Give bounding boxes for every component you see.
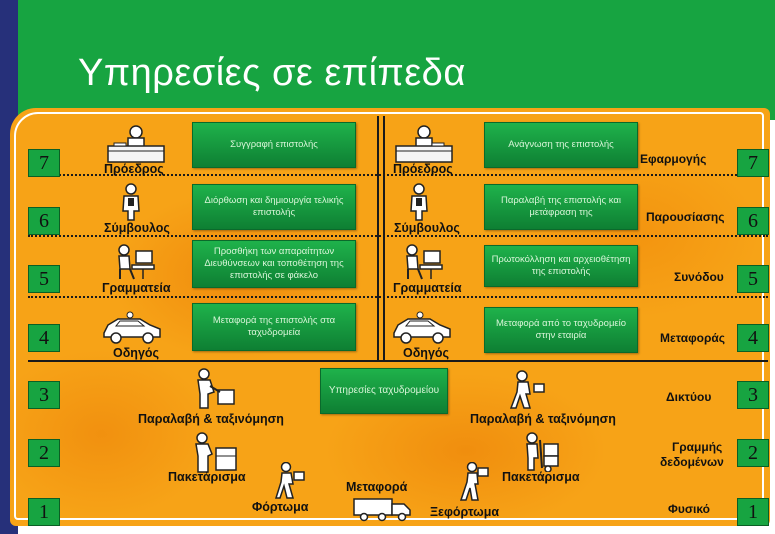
layer-name-1: Φυσικό <box>668 502 710 516</box>
right-task-4: Μεταφορά από το ταχυδρομείο στην εταιρία <box>484 307 638 353</box>
transport-label: Μεταφορά <box>346 480 408 494</box>
layer-number-right-6: 6 <box>737 207 769 235</box>
seated-typist-icon <box>118 244 155 280</box>
right-role-6: Σύμβουλος <box>394 221 460 235</box>
seated-typist-icon <box>406 244 443 280</box>
standing-person-icon <box>410 183 428 221</box>
worker-box-icon <box>195 432 237 473</box>
separator-5-4 <box>28 296 768 298</box>
desk-person-icon <box>395 125 453 163</box>
layer-name-2-line1: Γραμμής <box>672 440 723 454</box>
layer-number-right-1: 1 <box>737 498 769 526</box>
vertical-divider-b <box>383 116 385 362</box>
layer-number-left-6: 6 <box>28 207 60 235</box>
layer-number-left-5: 5 <box>28 265 60 293</box>
layer-name-5: Συνόδου <box>674 270 724 284</box>
right-packing-label: Πακετάρισμα <box>502 470 580 484</box>
truck-icon <box>353 498 411 522</box>
left-role-5: Γραμματεία <box>102 281 171 295</box>
left-role-6: Σύμβουλος <box>104 221 170 235</box>
left-sorting-label: Παραλαβή & ταξινόμηση <box>138 412 284 426</box>
layer-name-7: Εφαρμογής <box>640 152 707 166</box>
layer-number-left-2: 2 <box>28 439 60 467</box>
loading-label: Φόρτωμα <box>252 500 309 514</box>
car-icon <box>103 311 161 344</box>
layer-number-right-3: 3 <box>737 381 769 409</box>
walking-carrier-icon <box>509 370 545 409</box>
right-role-5: Γραμματεία <box>393 281 462 295</box>
layer-name-4: Μεταφοράς <box>660 331 726 345</box>
layer-number-left-4: 4 <box>28 324 60 352</box>
desk-person-icon <box>107 125 165 163</box>
layer-number-left-7: 7 <box>28 149 60 177</box>
layer-name-3: Δικτύου <box>666 390 712 404</box>
slide-title: Υπηρεσίες σε επίπεδα <box>78 52 466 94</box>
layer-number-left-1: 1 <box>28 498 60 526</box>
left-packing-label: Πακετάρισμα <box>168 470 246 484</box>
right-role-4: Οδηγός <box>403 346 450 360</box>
layer-name-2-line2: δεδομένων <box>660 455 724 469</box>
right-task-5: Πρωτοκόλληση και αρχειοθέτηση της επιστο… <box>484 245 638 287</box>
layer-number-right-2: 2 <box>737 439 769 467</box>
walking-carrier-icon <box>274 462 305 499</box>
layer-number-right-5: 5 <box>737 265 769 293</box>
layer-number-right-7: 7 <box>737 149 769 177</box>
left-role-4: Οδηγός <box>113 346 160 360</box>
hand-truck-icon <box>526 432 559 472</box>
left-task-4: Μεταφορά της επιστολής στα ταχυδρομεία <box>192 303 356 351</box>
layer-number-right-4: 4 <box>737 324 769 352</box>
walking-carrier-icon <box>459 462 489 501</box>
left-task-5: Προσθήκη των απαραίτητων Διευθύνσεων και… <box>192 240 356 288</box>
right-role-7: Πρόεδρος <box>393 162 453 176</box>
header-band <box>0 0 775 120</box>
standing-person-icon <box>122 183 140 221</box>
vertical-divider-a <box>377 116 379 362</box>
right-task-7: Ανάγνωση της επιστολής <box>484 122 638 168</box>
separator-7-6 <box>28 174 768 176</box>
right-task-6: Παραλαβή της επιστολής και μετάφραση της <box>484 184 638 230</box>
layer-number-left-3: 3 <box>28 381 60 409</box>
left-task-6: Διόρθωση και δημιουργία τελικής επιστολή… <box>192 184 356 230</box>
right-sorting-label: Παραλαβή & ταξινόμηση <box>470 412 616 426</box>
unloading-label: Ξεφόρτωμα <box>430 505 500 519</box>
postal-services-box: Υπηρεσίες ταχυδρομείου <box>320 368 448 414</box>
left-role-7: Πρόεδρος <box>104 162 164 176</box>
separator-6-5 <box>28 235 768 237</box>
car-icon <box>393 311 451 344</box>
layer-name-6: Παρουσίασης <box>646 210 725 224</box>
worker-box-icon <box>197 368 235 409</box>
left-task-7: Συγγραφή επιστολής <box>192 122 356 168</box>
diagram-panel <box>10 108 770 526</box>
separator-4-3 <box>28 360 768 362</box>
panel-border <box>14 112 764 520</box>
